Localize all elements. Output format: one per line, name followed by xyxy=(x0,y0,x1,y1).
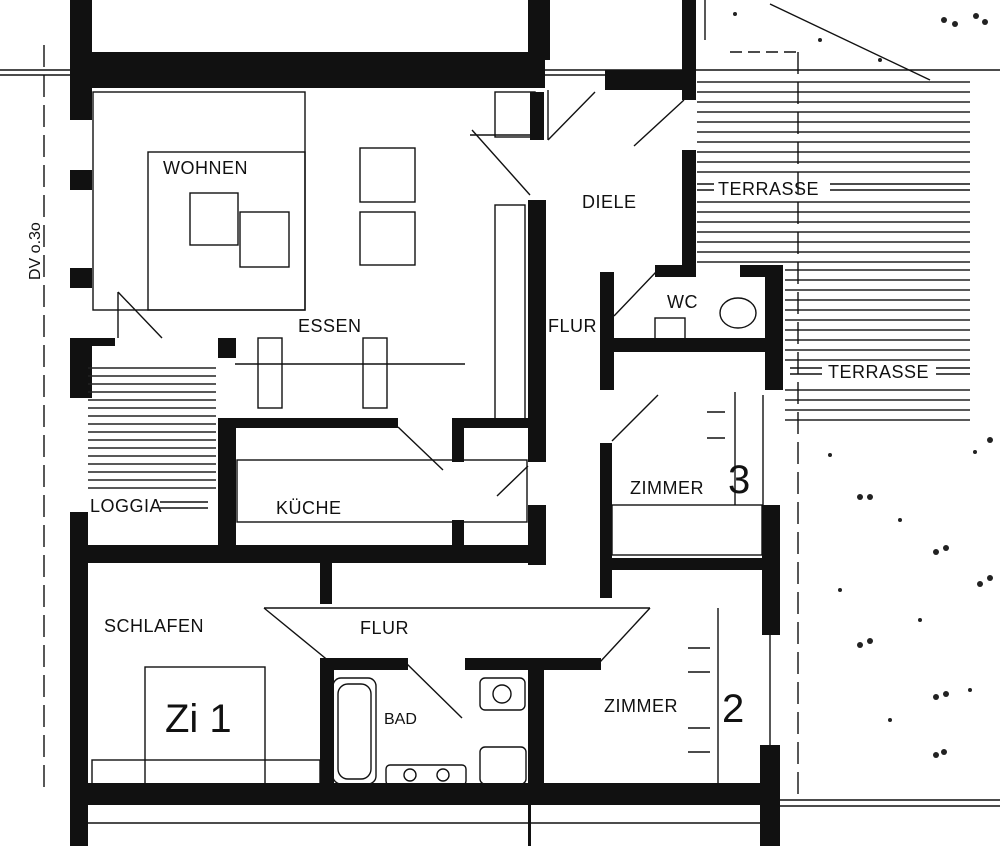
room-label-zi-1: Zi 1 xyxy=(165,697,232,741)
thin-lines xyxy=(0,0,1000,824)
room-label-wc: WC xyxy=(667,292,698,312)
room-label-wohnen: WOHNEN xyxy=(163,158,248,178)
room-label-diele: DIELE xyxy=(582,192,637,212)
walls xyxy=(70,0,783,846)
room-label-schlafen: SCHLAFEN xyxy=(104,616,204,636)
room-label-zimmer-2: ZIMMER xyxy=(604,696,678,716)
room-label-terrasse-2: TERRASSE xyxy=(828,362,929,382)
room-label-loggia: LOGGIA xyxy=(90,496,162,516)
room-label-kueche: KÜCHE xyxy=(276,498,342,518)
loggia-hatching xyxy=(88,367,216,489)
garden-dots xyxy=(733,12,993,758)
room-label-bad: BAD xyxy=(384,711,417,728)
dimension-note: DV o.3o xyxy=(27,222,44,280)
terrace-hatching xyxy=(697,81,970,421)
room-number-3: 3 xyxy=(728,458,750,502)
room-label-zimmer-3: ZIMMER xyxy=(630,478,704,498)
room-label-terrasse-1: TERRASSE xyxy=(718,179,819,199)
terrasse-label-bars xyxy=(160,183,970,509)
room-label-flur-lower: FLUR xyxy=(360,618,409,638)
room-label-flur-upper: FLUR xyxy=(548,316,597,336)
labels: DV o.3o WOHNEN ESSEN DIELE FLUR WC TERRA… xyxy=(27,158,929,741)
room-number-2: 2 xyxy=(722,687,744,731)
room-label-essen: ESSEN xyxy=(298,316,362,336)
